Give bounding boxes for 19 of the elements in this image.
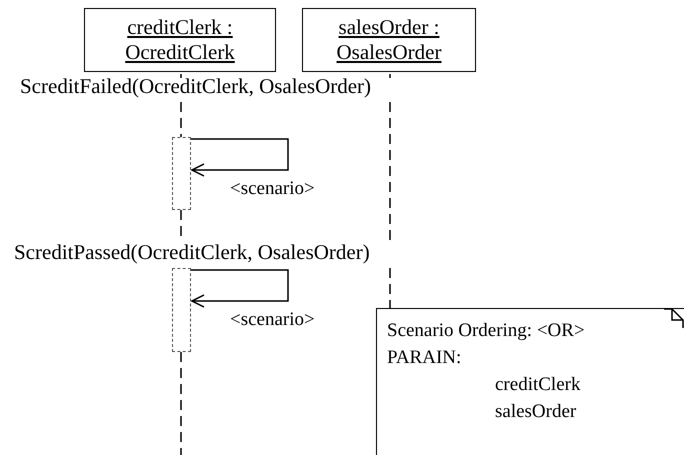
note-text: PARAIN: (387, 346, 462, 370)
self-message-arrow (191, 138, 289, 177)
edge-label: <scenario> (230, 178, 315, 200)
object-name: OsalesOrder (336, 40, 442, 65)
note-text: creditClerk (495, 373, 580, 397)
activation-bar (172, 268, 191, 352)
edge-label: <scenario> (230, 309, 315, 331)
object-box (302, 8, 476, 72)
object-name: salesOrder : (338, 15, 440, 40)
object-name: OcreditClerk (125, 40, 235, 65)
message-label: ScreditFailed(OcreditClerk, OsalesOrder) (20, 74, 372, 99)
message-label: ScreditPassed(OcreditClerk, OsalesOrder) (14, 240, 370, 265)
object-box (84, 8, 276, 72)
activation-bar (172, 137, 191, 210)
note-text: Scenario Ordering: <OR> (387, 319, 585, 343)
note-text: salesOrder (495, 400, 576, 424)
note-box (376, 308, 684, 455)
self-message-arrow (191, 269, 289, 308)
object-name: creditClerk : (127, 15, 233, 40)
